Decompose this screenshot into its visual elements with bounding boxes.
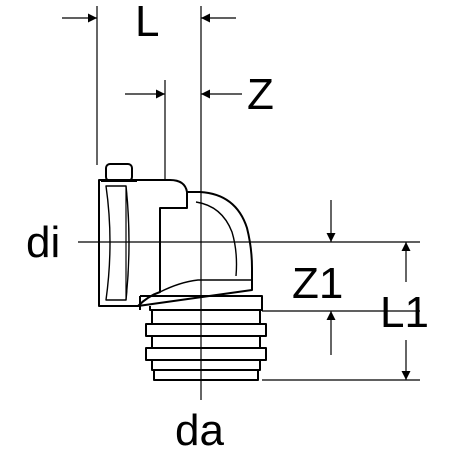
label-l1: L1 (380, 288, 429, 337)
dimension-labels: L Z di Z1 L1 da (26, 0, 429, 450)
elbow-inner-contour (195, 201, 238, 277)
spigot-ring-2 (145, 323, 267, 337)
label-l: L (135, 0, 159, 46)
label-z: Z (247, 70, 274, 119)
spigot-ring-3 (151, 335, 261, 349)
fitting-body (98, 163, 267, 381)
extension-lines (78, 6, 420, 400)
spigot-ring-5 (151, 359, 261, 371)
socket-clip (105, 163, 133, 182)
label-di: di (26, 218, 60, 267)
elbow-shoulder (159, 279, 252, 293)
press-collar (140, 295, 263, 311)
label-z1: Z1 (292, 259, 343, 308)
label-da: da (175, 406, 224, 450)
spigot-end (153, 369, 259, 381)
dimension-arrows (62, 13, 411, 380)
elbow-outline (137, 191, 253, 307)
socket-outline (98, 179, 188, 307)
spigot (145, 309, 267, 381)
spigot-ring-1 (151, 309, 261, 325)
spigot-ring-4 (145, 347, 267, 361)
